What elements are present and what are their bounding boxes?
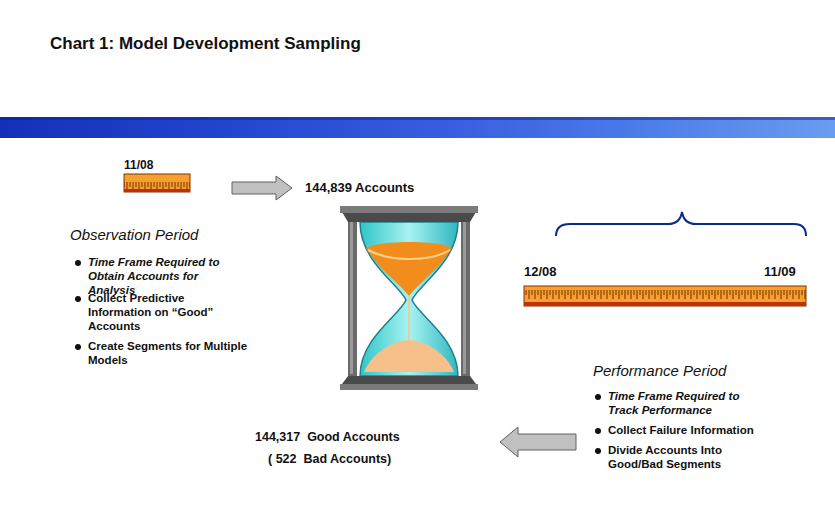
count-label: 144,317 Good Accounts xyxy=(255,430,400,445)
header-bar xyxy=(0,117,835,138)
bullet-text: Time Frame Required to Obtain Accounts f… xyxy=(88,256,248,297)
period-heading: Performance Period xyxy=(593,362,726,380)
date-label: 11/09 xyxy=(764,264,796,280)
bullet-text: Create Segments for Multiple Models xyxy=(88,340,273,368)
count-label: 144,839 Accounts xyxy=(305,180,414,196)
chart-title: Chart 1: Model Development Sampling xyxy=(50,34,361,54)
block-arrow-left xyxy=(500,427,576,457)
block-arrow-right xyxy=(232,176,292,200)
bullet-text: Collect Predictive Information on “Good”… xyxy=(88,292,238,333)
count-label: ( 522 Bad Accounts) xyxy=(268,452,391,467)
ruler-large xyxy=(524,286,806,306)
date-label: 11/08 xyxy=(124,158,153,172)
bullet-dot xyxy=(75,344,81,350)
bracket xyxy=(556,212,806,236)
date-label: 12/08 xyxy=(524,264,557,280)
bullet-dot xyxy=(595,448,601,454)
bullet-dot xyxy=(595,428,601,434)
bullet-text: Divide Accounts Into Good/Bad Segments xyxy=(608,444,758,472)
bullet-text: Collect Failure Information xyxy=(608,424,808,438)
bullet-dot xyxy=(75,296,81,302)
period-heading: Observation Period xyxy=(70,226,198,244)
bullet-text: Time Frame Required to Track Performance xyxy=(608,390,758,418)
header-bar-edge xyxy=(0,117,835,120)
hourglass xyxy=(340,206,478,390)
ruler-small xyxy=(124,174,190,192)
bullet-dot xyxy=(75,260,81,266)
bullet-dot xyxy=(595,394,601,400)
